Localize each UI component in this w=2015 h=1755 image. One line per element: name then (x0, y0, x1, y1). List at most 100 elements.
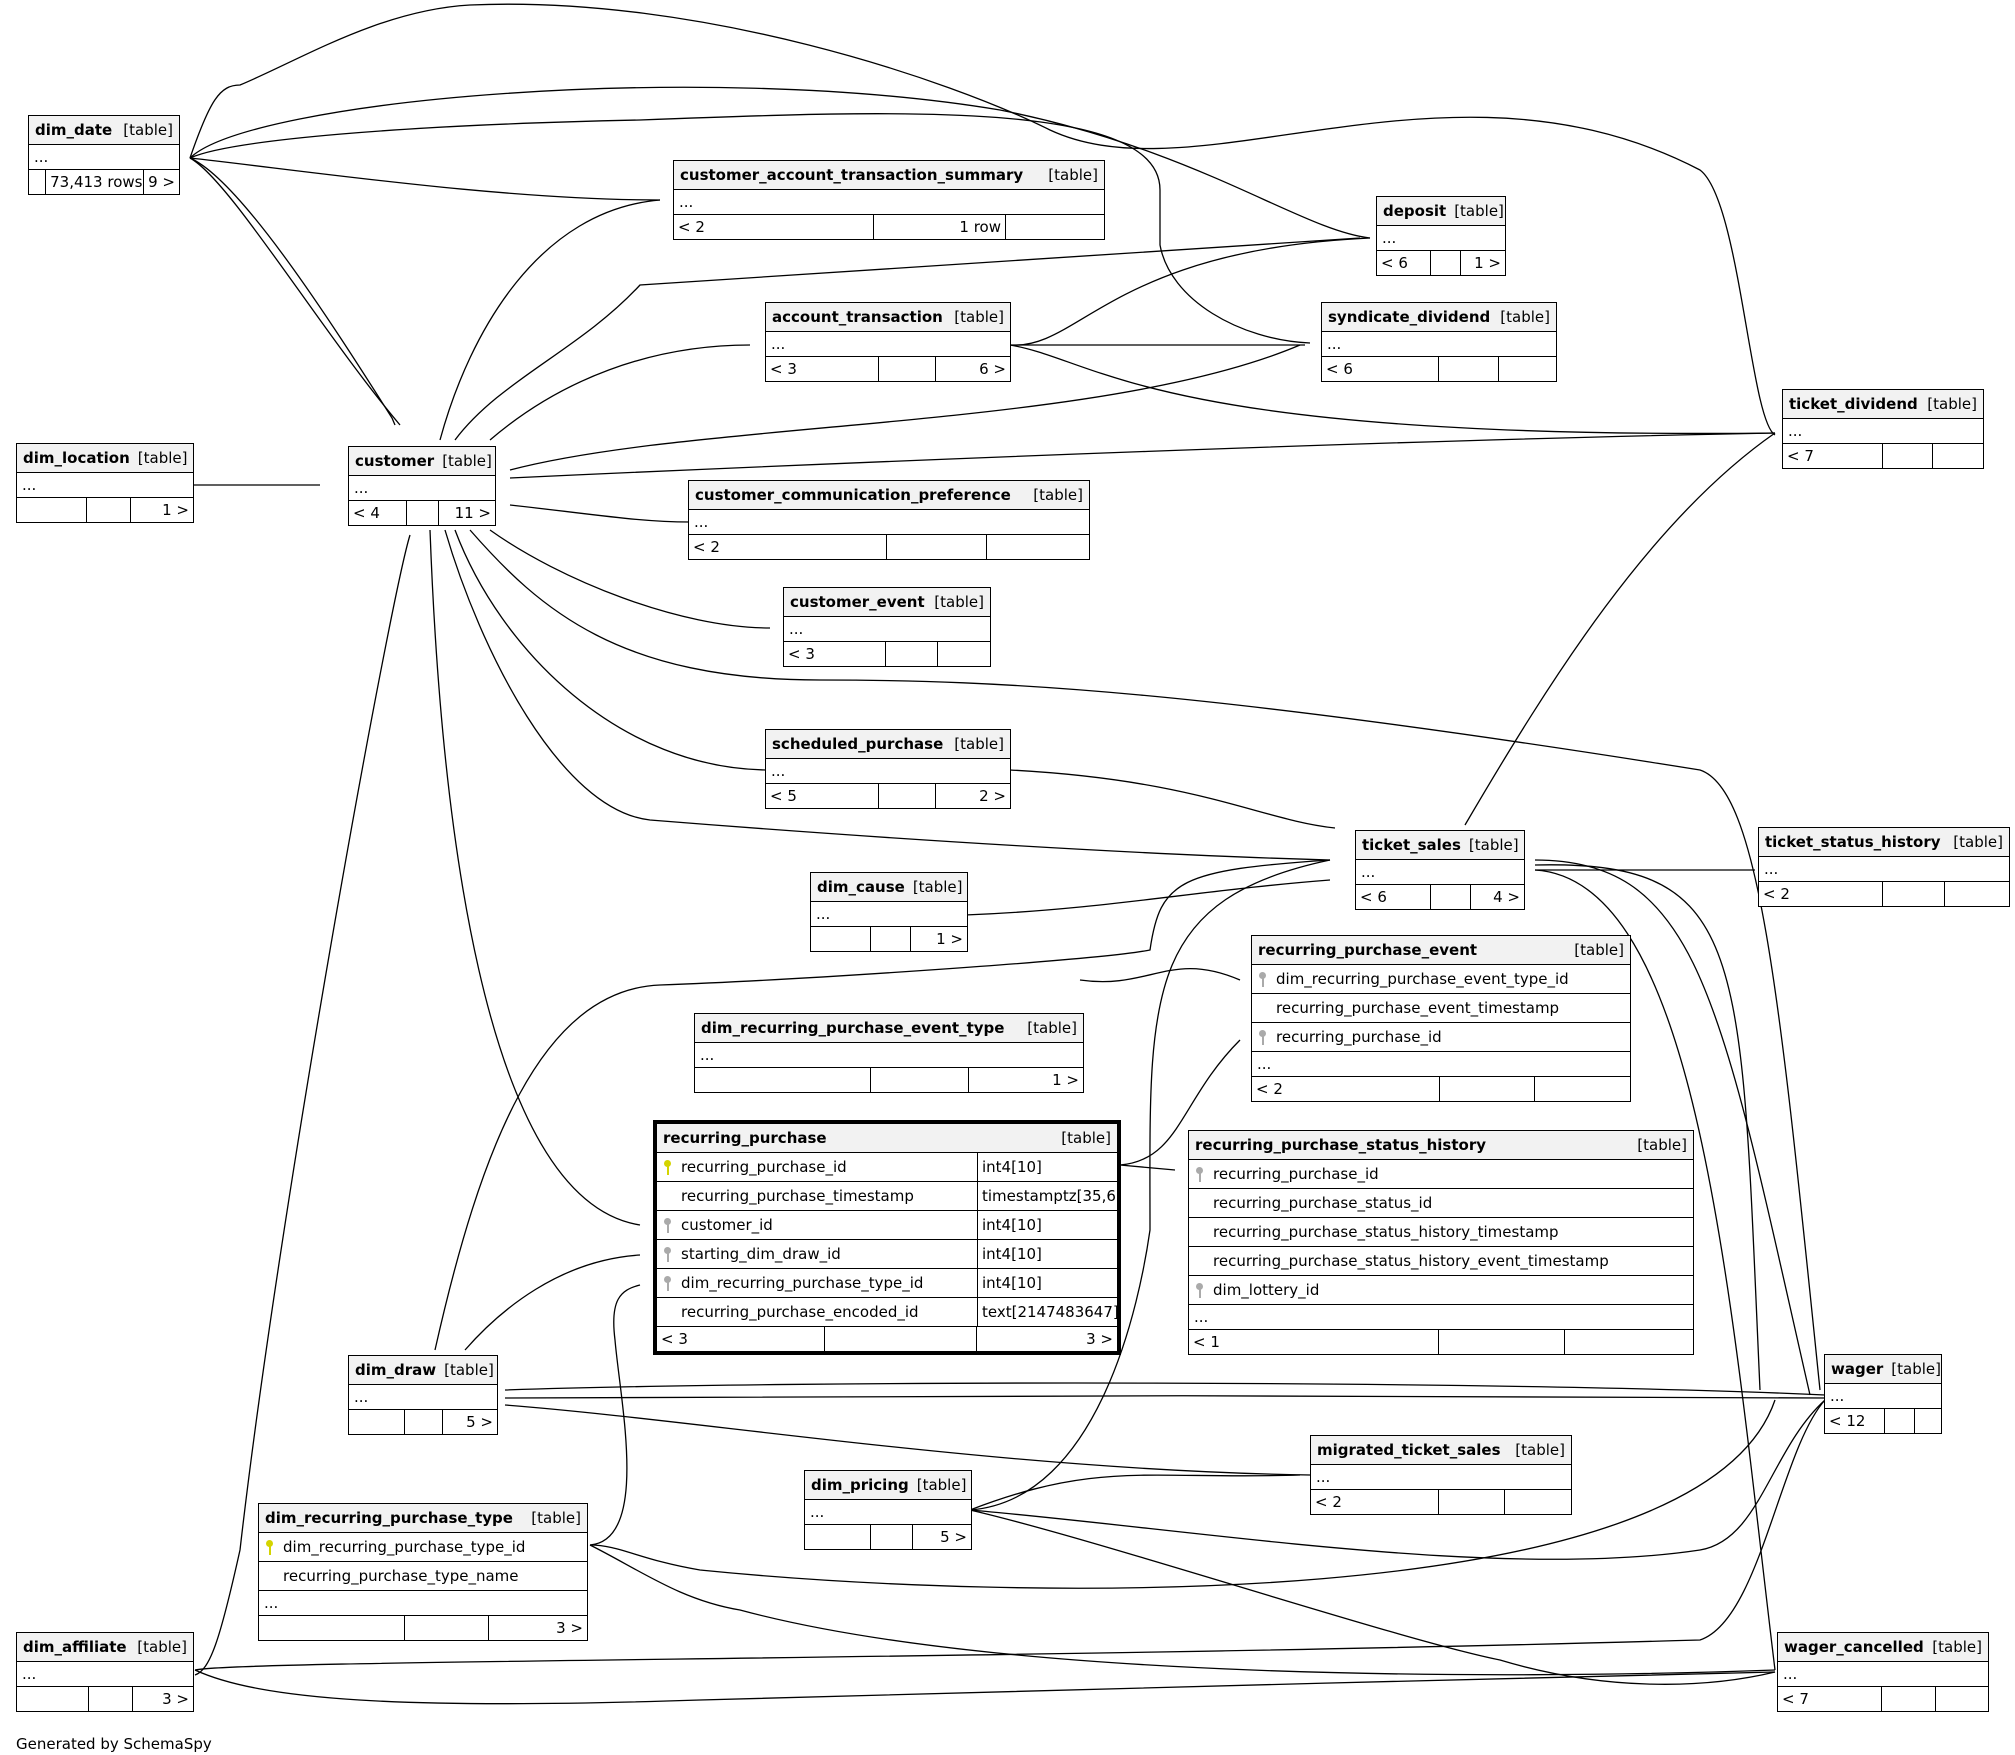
footer-parents[interactable]: < 12 (1825, 1409, 1885, 1433)
table-dim-recurring-purchase-type[interactable]: dim_recurring_purchase_type[table] dim_r… (258, 1503, 588, 1641)
footer-parents[interactable]: < 6 (1377, 251, 1431, 275)
footer-cell (1535, 1077, 1630, 1101)
footer-children[interactable]: 11 > (454, 504, 491, 522)
footer-cell (938, 642, 990, 666)
column-name: recurring_purchase_id (681, 1158, 847, 1176)
footer-parents[interactable]: < 7 (1778, 1687, 1882, 1711)
table-customer-event[interactable]: customer_event[table] ... < 3 (783, 587, 991, 667)
edge (589, 1284, 641, 1546)
collapsed-columns: ... (766, 759, 1010, 784)
footer-cell (1006, 215, 1104, 239)
primary-key-icon (265, 1539, 275, 1555)
footer-children[interactable]: 3 > (1086, 1330, 1113, 1348)
table-customer-account-transaction-summary[interactable]: customer_account_transaction_summary[tab… (673, 160, 1105, 240)
edge (189, 113, 1311, 344)
footer-children[interactable]: 4 > (1493, 888, 1520, 906)
table-ticket-status-history[interactable]: ticket_status_history[table] ... < 2 (1758, 827, 2010, 907)
table-recurring-purchase-status-history[interactable]: recurring_purchase_status_history[table]… (1188, 1130, 1694, 1355)
footer-children[interactable]: 5 > (940, 1528, 967, 1546)
column-row: recurring_purchase_id (1252, 1023, 1630, 1052)
footer-parents[interactable]: < 7 (1783, 444, 1883, 468)
table-wager[interactable]: wager[table] ... < 12 (1824, 1354, 1942, 1434)
footer-children[interactable]: 1 > (1474, 254, 1501, 272)
table-header: dim_cause[table] (811, 873, 967, 902)
edge (189, 3, 1776, 436)
footer-children[interactable]: 3 > (162, 1690, 189, 1708)
table-dim-recurring-purchase-event-type[interactable]: dim_recurring_purchase_event_type[table]… (694, 1013, 1084, 1093)
table-type: [table] (444, 1361, 494, 1379)
footer-children[interactable]: 1 > (1052, 1071, 1079, 1089)
table-header: customer_event[table] (784, 588, 990, 617)
edge (1009, 769, 1336, 829)
column-name: recurring_purchase_status_history_event_… (1213, 1252, 1609, 1270)
footer-parents[interactable]: < 3 (784, 642, 886, 666)
table-name: customer_account_transaction_summary (680, 166, 1024, 184)
table-syndicate-dividend[interactable]: syndicate_dividend[table] ... < 6 (1321, 302, 1557, 382)
footer-children[interactable]: 6 > (979, 360, 1006, 378)
table-type: [table] (912, 878, 963, 896)
table-migrated-ticket-sales[interactable]: migrated_ticket_sales[table] ... < 2 (1310, 1435, 1572, 1515)
footer-parents[interactable]: < 2 (1252, 1077, 1440, 1101)
edge (509, 344, 1301, 471)
table-recurring-purchase-event[interactable]: recurring_purchase_event[table] dim_recu… (1251, 935, 1631, 1102)
footer-parents[interactable]: < 2 (689, 535, 887, 559)
table-ticket-dividend[interactable]: ticket_dividend[table] ... < 7 (1782, 389, 1984, 469)
collapsed-columns: ... (349, 1385, 497, 1410)
table-recurring-purchase[interactable]: recurring_purchase[table] recurring_purc… (653, 1120, 1121, 1355)
footer-children[interactable]: 1 > (162, 501, 189, 519)
footer-children[interactable]: 2 > (979, 787, 1006, 805)
footer-parents[interactable]: < 2 (1759, 882, 1883, 906)
column-name: recurring_purchase_timestamp (681, 1187, 914, 1205)
footer-children[interactable]: 1 > (936, 930, 963, 948)
footer-parents[interactable]: < 1 (1189, 1330, 1439, 1354)
footer-parents[interactable]: < 6 (1356, 885, 1431, 909)
edge (189, 157, 401, 426)
table-customer-communication-preference[interactable]: customer_communication_preference[table]… (688, 480, 1090, 560)
footer-cell (805, 1525, 871, 1549)
edge (464, 1254, 641, 1351)
table-dim-location[interactable]: dim_location[table] ... 1 > (16, 443, 194, 523)
footer-cell (1439, 357, 1499, 381)
table-footer: 5 > (349, 1410, 497, 1434)
footer-children[interactable]: 5 > (466, 1413, 493, 1431)
footer-children[interactable]: 9 > (148, 173, 175, 191)
collapsed-columns: ... (1189, 1305, 1693, 1330)
edge (1534, 864, 1761, 1391)
table-type: [table] (1932, 1638, 1982, 1656)
table-dim-draw[interactable]: dim_draw[table] ... 5 > (348, 1355, 498, 1435)
table-type: [table] (1061, 1129, 1111, 1147)
table-name: dim_recurring_purchase_type (265, 1509, 513, 1527)
footer-parents[interactable]: < 6 (1322, 357, 1439, 381)
footer-parents[interactable]: < 3 (766, 357, 879, 381)
table-name: ticket_status_history (1765, 833, 1941, 851)
table-wager-cancelled[interactable]: wager_cancelled[table] ... < 7 (1777, 1632, 1989, 1712)
table-name: ticket_sales (1362, 836, 1461, 854)
footer-cell (1431, 885, 1471, 909)
table-dim-affiliate[interactable]: dim_affiliate[table] ... 3 > (16, 1632, 194, 1712)
table-footer: < 3 6 > (766, 357, 1010, 381)
footer-parents[interactable]: < 3 (657, 1327, 825, 1351)
table-footer: 3 > (17, 1687, 193, 1711)
footer-parents[interactable]: < 2 (674, 215, 874, 239)
footer-parents[interactable]: < 2 (1311, 1490, 1439, 1514)
footer-children[interactable]: 3 > (556, 1619, 583, 1637)
edge (444, 529, 1331, 861)
table-name: syndicate_dividend (1328, 308, 1491, 326)
table-dim-pricing[interactable]: dim_pricing[table] ... 5 > (804, 1470, 972, 1550)
column-datatype: timestamptz[35,6] (977, 1182, 1117, 1210)
table-type: [table] (954, 308, 1004, 326)
edge (504, 1404, 1311, 1476)
footer-cell (405, 1410, 443, 1434)
footer-parents[interactable]: < 4 (349, 501, 407, 525)
table-dim-cause[interactable]: dim_cause[table] ... 1 > (810, 872, 968, 952)
edge (1009, 237, 1371, 346)
footer-parents[interactable]: < 5 (766, 784, 879, 808)
table-header: wager[table] (1825, 1355, 1941, 1384)
footer-cell (887, 535, 987, 559)
